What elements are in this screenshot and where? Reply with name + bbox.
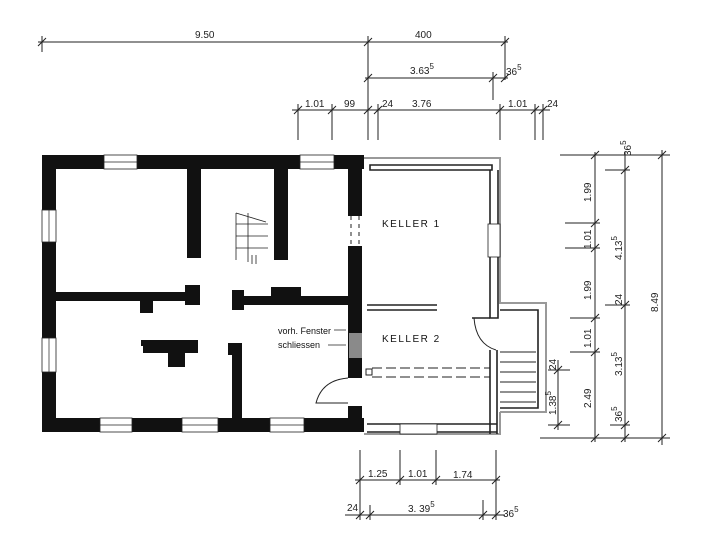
- dim-label: 1.25: [368, 469, 388, 480]
- dimension-labels: 9.50 400 3.635 365 1.01 99 24 3.76 1.01 …: [195, 30, 661, 520]
- existing-house-walls: [42, 155, 364, 432]
- dim-label: 2.49: [583, 388, 594, 408]
- dim-label: 1.99: [583, 280, 594, 300]
- dim-label: 1.99: [583, 182, 594, 202]
- room-label-keller-2: KELLER 2: [382, 334, 441, 345]
- dim-label: 365: [619, 140, 634, 156]
- windows: [41, 154, 362, 433]
- dim-label: 24: [547, 99, 559, 110]
- dim-label: 1.74: [453, 470, 473, 481]
- dim-label: 1.01: [583, 229, 594, 249]
- dim-label: 1.01: [408, 469, 428, 480]
- dim-label: 1.01: [583, 328, 594, 348]
- dim-label: 3.76: [412, 99, 432, 110]
- stair-existing: [235, 212, 268, 264]
- dim-label: 8.49: [650, 292, 661, 312]
- dim-label: 4.135: [610, 236, 625, 260]
- dim-label: 24: [614, 293, 625, 305]
- door-swing: [315, 377, 364, 406]
- note-line-1: vorh. Fenster: [278, 326, 331, 336]
- dim-label: 3.635: [410, 62, 434, 77]
- dim-label: 365: [503, 505, 519, 520]
- room-label-keller-1: KELLER 1: [382, 219, 441, 230]
- closed-window: [349, 333, 362, 358]
- dim-label: 3. 395: [408, 500, 435, 515]
- dim-label: 1.385: [544, 391, 559, 415]
- dim-label: 400: [415, 30, 432, 41]
- dim-label: 24: [548, 358, 559, 370]
- dim-label: 365: [610, 406, 625, 422]
- dim-label: 24: [347, 503, 359, 514]
- dim-label: 24: [382, 99, 394, 110]
- note-line-2: schliessen: [278, 340, 320, 350]
- dim-label: 9.50: [195, 30, 215, 41]
- dim-label: 99: [344, 99, 356, 110]
- dim-label: 1.01: [508, 99, 528, 110]
- exterior-stair: [500, 302, 547, 413]
- dim-label: 1.01: [305, 99, 325, 110]
- chimney: [141, 340, 198, 367]
- dim-label: 365: [506, 63, 522, 78]
- extension-walls: [364, 157, 501, 435]
- dimension-lines: [37, 36, 670, 520]
- dim-label: 3.135: [610, 352, 625, 376]
